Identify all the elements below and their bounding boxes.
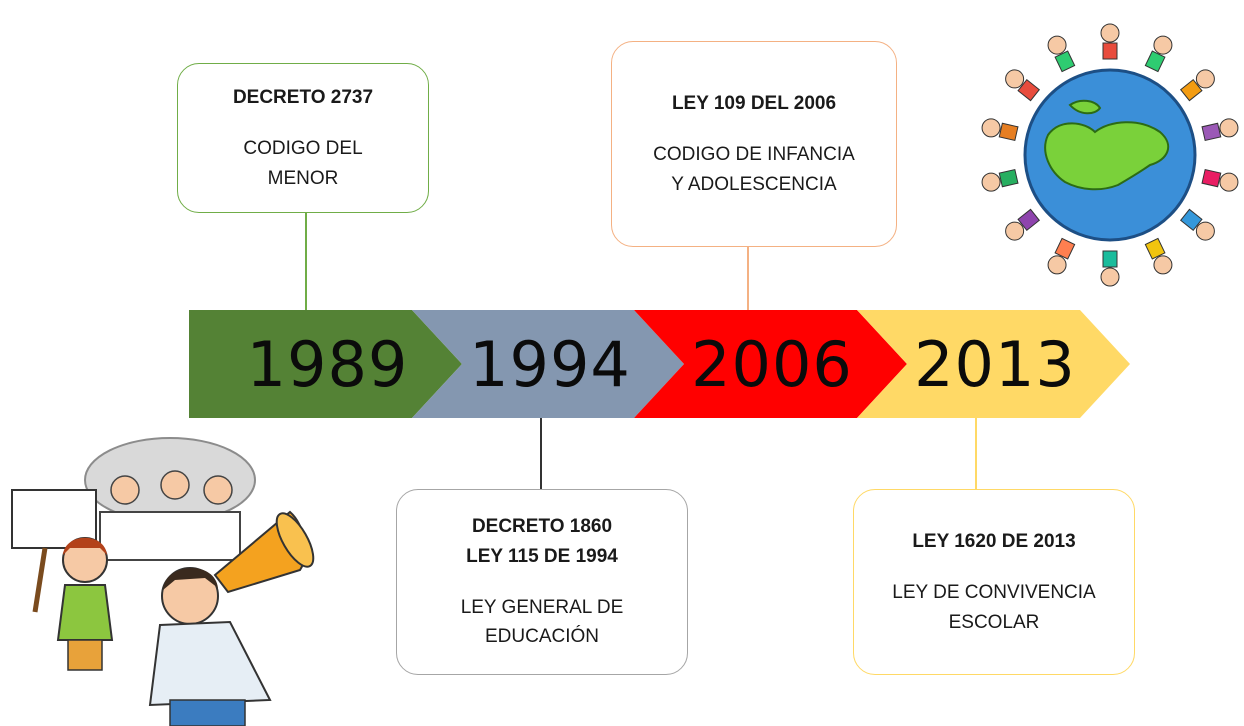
connector-2013 — [975, 418, 977, 490]
event-card-2006: LEY 109 DEL 2006 CODIGO DE INFANCIA Y AD… — [611, 41, 897, 247]
globe-continent — [1044, 121, 1170, 191]
segment-1994 — [412, 310, 684, 418]
man-hair — [163, 567, 218, 590]
connector-1994 — [540, 418, 542, 490]
event-card-1989: DECRETO 2737 CODIGO DEL MENOR — [177, 63, 429, 213]
children-globe-illustration — [981, 23, 1239, 287]
year-label-1989: 1989 — [246, 327, 409, 401]
event-description: LEY DE CONVIVENCIA ESCOLAR — [892, 582, 1096, 633]
protest-illustration — [11, 437, 315, 726]
child-figure — [1100, 23, 1120, 60]
child-figure — [1047, 237, 1076, 275]
event-card-1994: DECRETO 1860 LEY 115 DE 1994 LEY GENERAL… — [396, 489, 688, 675]
segment-1989 — [189, 310, 462, 418]
man-shirt — [148, 620, 272, 707]
event-card-2013: LEY 1620 DE 2013 LEY DE CONVIVENCIA ESCO… — [853, 489, 1135, 675]
sign-pole — [32, 547, 48, 613]
child-figure — [1100, 250, 1120, 287]
protest-sign — [11, 489, 97, 549]
girl-legs — [67, 639, 103, 671]
child-figure — [1144, 237, 1173, 275]
year-label-2006: 2006 — [691, 327, 853, 401]
child-figure — [1201, 168, 1239, 192]
children-ring — [981, 23, 1239, 287]
year-label-2013: 2013 — [914, 327, 1076, 401]
segment-2006 — [634, 310, 907, 418]
crowd-banner — [99, 511, 241, 561]
child-figure — [1047, 35, 1076, 73]
connector-2006 — [747, 246, 749, 310]
event-title: LEY 1620 DE 2013 — [912, 530, 1076, 552]
megaphone-bell — [275, 512, 315, 568]
globe-continent-small — [1068, 99, 1102, 115]
child-figure — [1179, 208, 1215, 241]
girl-hair — [63, 537, 107, 555]
child-figure — [981, 168, 1019, 192]
child-figure — [1005, 208, 1041, 241]
child-figure — [1201, 118, 1239, 142]
child-figure — [1005, 69, 1041, 102]
event-description: LEY GENERAL DE EDUCACIÓN — [460, 597, 624, 648]
girl-body — [56, 584, 114, 641]
crowd-face-1 — [110, 475, 140, 505]
event-title: DECRETO 2737 — [232, 86, 374, 108]
crowd-face-2 — [160, 470, 190, 500]
event-title: DECRETO 1860 LEY 115 DE 1994 — [466, 516, 618, 567]
event-title: LEY 109 DEL 2006 — [671, 92, 837, 114]
segment-2013 — [857, 310, 1130, 418]
man-pants — [169, 699, 246, 726]
connector-1989 — [305, 212, 307, 310]
child-figure — [1144, 35, 1173, 73]
child-figure — [981, 118, 1019, 142]
crowd-face-3 — [203, 475, 233, 505]
event-description: CODIGO DEL MENOR — [243, 138, 363, 189]
child-figure — [1179, 69, 1215, 102]
event-description: CODIGO DE INFANCIA Y ADOLESCENCIA — [653, 144, 855, 195]
year-label-1994: 1994 — [469, 327, 631, 401]
